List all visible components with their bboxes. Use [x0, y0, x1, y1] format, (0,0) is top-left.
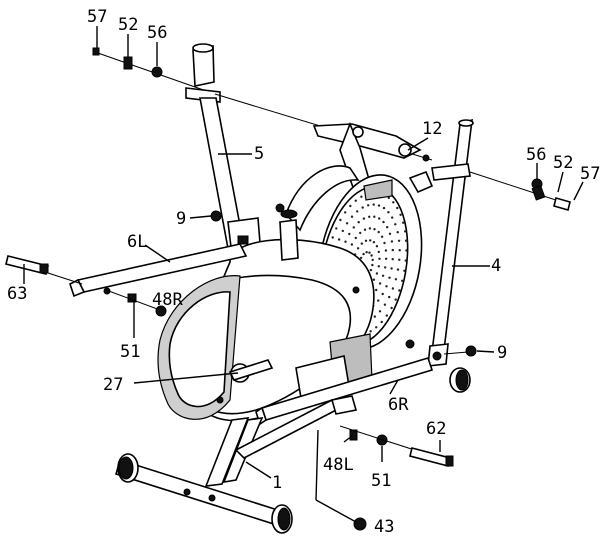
left-pedal-arm: [5, 243, 248, 298]
nut-43: [353, 517, 367, 531]
left-handlebar: [185, 43, 263, 273]
callout-27: 27: [103, 375, 123, 395]
right-pedal-arm: [255, 339, 471, 426]
callout-56-top: 56: [147, 23, 167, 43]
callout-4: 4: [491, 256, 501, 276]
callout-6L: 6L: [127, 232, 147, 252]
callout-57-top: 57: [87, 7, 107, 27]
right-upright: [427, 118, 474, 367]
callout-63: 63: [7, 284, 27, 304]
bolt-62: [409, 447, 451, 467]
bolt-57-top: [92, 47, 100, 56]
top-left-axis: [92, 47, 216, 95]
callout-6R: 6R: [388, 395, 409, 415]
callout-48L: 48L: [323, 455, 354, 475]
callout-52-right: 52: [553, 153, 573, 173]
callout-5: 5: [254, 144, 264, 164]
callout-48R: 48R: [152, 290, 183, 310]
top-right-axis: [469, 171, 571, 211]
callout-62: 62: [426, 419, 446, 439]
callout-12: 12: [422, 119, 442, 139]
callout-57-right: 57: [580, 164, 600, 184]
callout-51-right: 51: [371, 471, 391, 491]
leader-lines: [23, 26, 584, 523]
callout-1: 1: [272, 473, 282, 493]
base-frame: [115, 395, 358, 534]
nut-9-left: [210, 210, 222, 222]
nut-9-right: [465, 345, 477, 357]
inner-mechanism: [279, 179, 393, 405]
nut-56-top: [151, 66, 163, 78]
washer-52-right: [531, 185, 546, 201]
nut-51-left: [155, 305, 167, 317]
callout-52-top: 52: [118, 15, 138, 35]
washer-52-top: [123, 56, 133, 70]
small-hardware: [105, 203, 477, 531]
callout-51-left: 51: [120, 342, 140, 362]
top-pivot-bracket: [312, 121, 434, 198]
callout-9-left: 9: [176, 209, 186, 229]
callout-9-right: 9: [497, 343, 507, 363]
callout-labels: 57 52 56 12 5 56 52 57 9 6L 4 63 48R 51 …: [7, 7, 600, 537]
bolt-57-right: [553, 197, 571, 211]
bolt-63: [5, 255, 49, 275]
callout-43: 43: [374, 517, 394, 537]
handlebar-clamp: [237, 235, 249, 245]
callout-56-right: 56: [526, 145, 546, 165]
